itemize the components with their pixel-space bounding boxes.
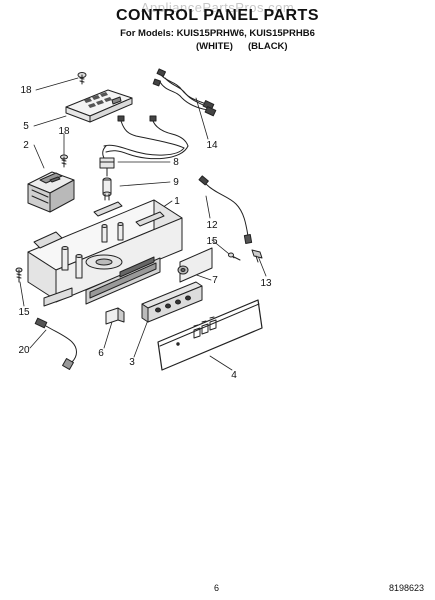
callout-18-lower: 18	[58, 126, 70, 137]
page-title: CONTROL PANEL PARTS	[116, 7, 319, 24]
callout-3: 3	[129, 357, 135, 368]
screw-part-18-lower	[60, 154, 68, 168]
wire-part-20	[34, 317, 77, 370]
leader-lines	[19, 77, 267, 371]
callout-8: 8	[173, 157, 179, 168]
screw-part-15-left	[15, 267, 23, 283]
bracket-part-6	[105, 307, 125, 325]
callout-20: 20	[18, 345, 30, 356]
board-wire-harness	[103, 115, 189, 160]
callout-14: 14	[206, 140, 218, 151]
sensor-part-8	[99, 145, 115, 177]
callout-18-top: 18	[20, 85, 32, 96]
overlay-panel-part-4	[157, 299, 263, 371]
page-number: 6	[214, 583, 220, 593]
wire-harness-part-14	[152, 68, 217, 117]
callout-1: 1	[174, 196, 180, 207]
callout-15-left: 15	[18, 307, 30, 318]
callout-5: 5	[23, 121, 29, 132]
wire-part-12	[198, 175, 253, 244]
screw-part-15-right	[228, 252, 241, 261]
callout-7: 7	[212, 275, 218, 286]
variant-black-label: (BLACK)	[248, 41, 288, 52]
control-board-part-5	[65, 89, 133, 123]
callout-6: 6	[98, 348, 104, 359]
watermark: AppliancePartsPros.com	[140, 0, 295, 15]
callout-12: 12	[206, 220, 218, 231]
callout-9: 9	[173, 177, 179, 188]
bushing-part-7	[177, 265, 189, 275]
model-list: For Models: KUIS15PRHW6, KUIS15PRHB6	[120, 28, 315, 39]
callout-13: 13	[260, 278, 272, 289]
callout-numbers: 18 5 18 2 14 8 9 1 12 15 13 7 15 20 6 3 …	[18, 85, 272, 381]
screw-part-18-top	[77, 72, 87, 85]
callout-4: 4	[231, 370, 237, 381]
control-module-part-3	[141, 281, 203, 323]
housing-part-1	[27, 199, 213, 307]
transformer-part-2	[27, 171, 75, 213]
plug-part-9	[102, 177, 112, 201]
document-number: 8198623	[389, 583, 425, 593]
variant-white-label: (WHITE)	[196, 41, 233, 52]
terminal-part-13	[251, 249, 263, 263]
callout-2: 2	[23, 140, 29, 151]
callout-15-right: 15	[206, 236, 218, 247]
